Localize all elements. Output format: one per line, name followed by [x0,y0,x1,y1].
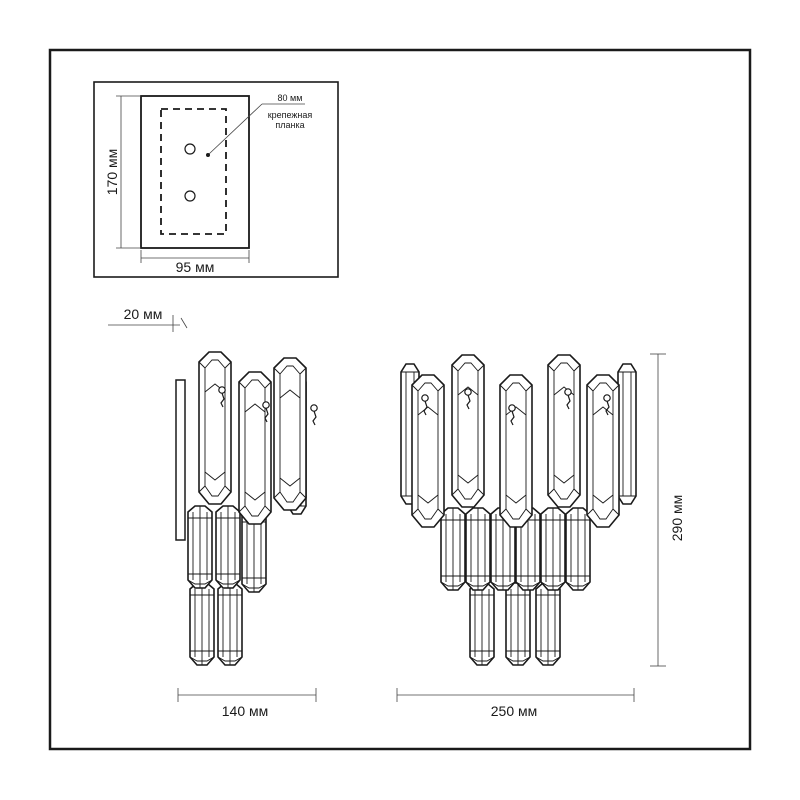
side-crystal-bottom-2 [217,582,243,666]
front-crystal-bottom-1 [469,582,495,666]
front-crystal-mid-5 [540,507,566,591]
mounting-hole-top [184,143,196,155]
side-crystal-bottom-1 [189,582,215,666]
inset-box [93,81,339,278]
mounting-hole-bottom [184,190,196,202]
callout-size-label: 80 мм [278,93,303,103]
plate-width-label: 95 мм [176,259,215,275]
front-crystal-top-4 [547,354,581,508]
drawing-frame [48,48,752,751]
mounting-plate-inset: 170 мм 95 мм 80 мм крепежная планка [93,81,339,278]
side-crystal-top-1 [198,351,232,505]
side-crystal-top-3 [273,357,307,511]
front-crystal-mid-1 [440,507,466,591]
front-crystal-bottom-3 [535,582,561,666]
front-width-label: 250 мм [491,703,538,719]
callout-text-line2: планка [275,120,304,130]
side-hook-3 [310,404,318,426]
bracket-callout-leader [208,103,263,155]
front-crystal-top-2 [586,374,620,528]
front-view: 290 мм 250 мм [396,353,685,719]
front-crystal-mid-6 [565,507,591,591]
front-crystal-top-3 [451,354,485,508]
front-crystal-slim-right [617,363,637,505]
front-crystal-bottom-2 [505,582,531,666]
side-crystal-top-2 [238,371,272,525]
mounting-plate [140,95,250,249]
side-crystal-mid-2 [215,505,241,589]
front-crystal-top-5 [499,374,533,528]
front-height-label: 290 мм [669,495,685,542]
plate-height-label: 170 мм [104,149,120,196]
mounting-bracket-outline [160,108,227,235]
callout-text-line1: крепежная [268,110,313,120]
front-crystal-mid-2 [465,507,491,591]
side-view: 20 мм 140 мм [108,306,318,719]
side-width-label: 140 мм [222,703,269,719]
side-crystal-mid-1 [187,505,213,589]
side-wall-plate [175,379,186,541]
side-depth-label: 20 мм [124,306,163,322]
